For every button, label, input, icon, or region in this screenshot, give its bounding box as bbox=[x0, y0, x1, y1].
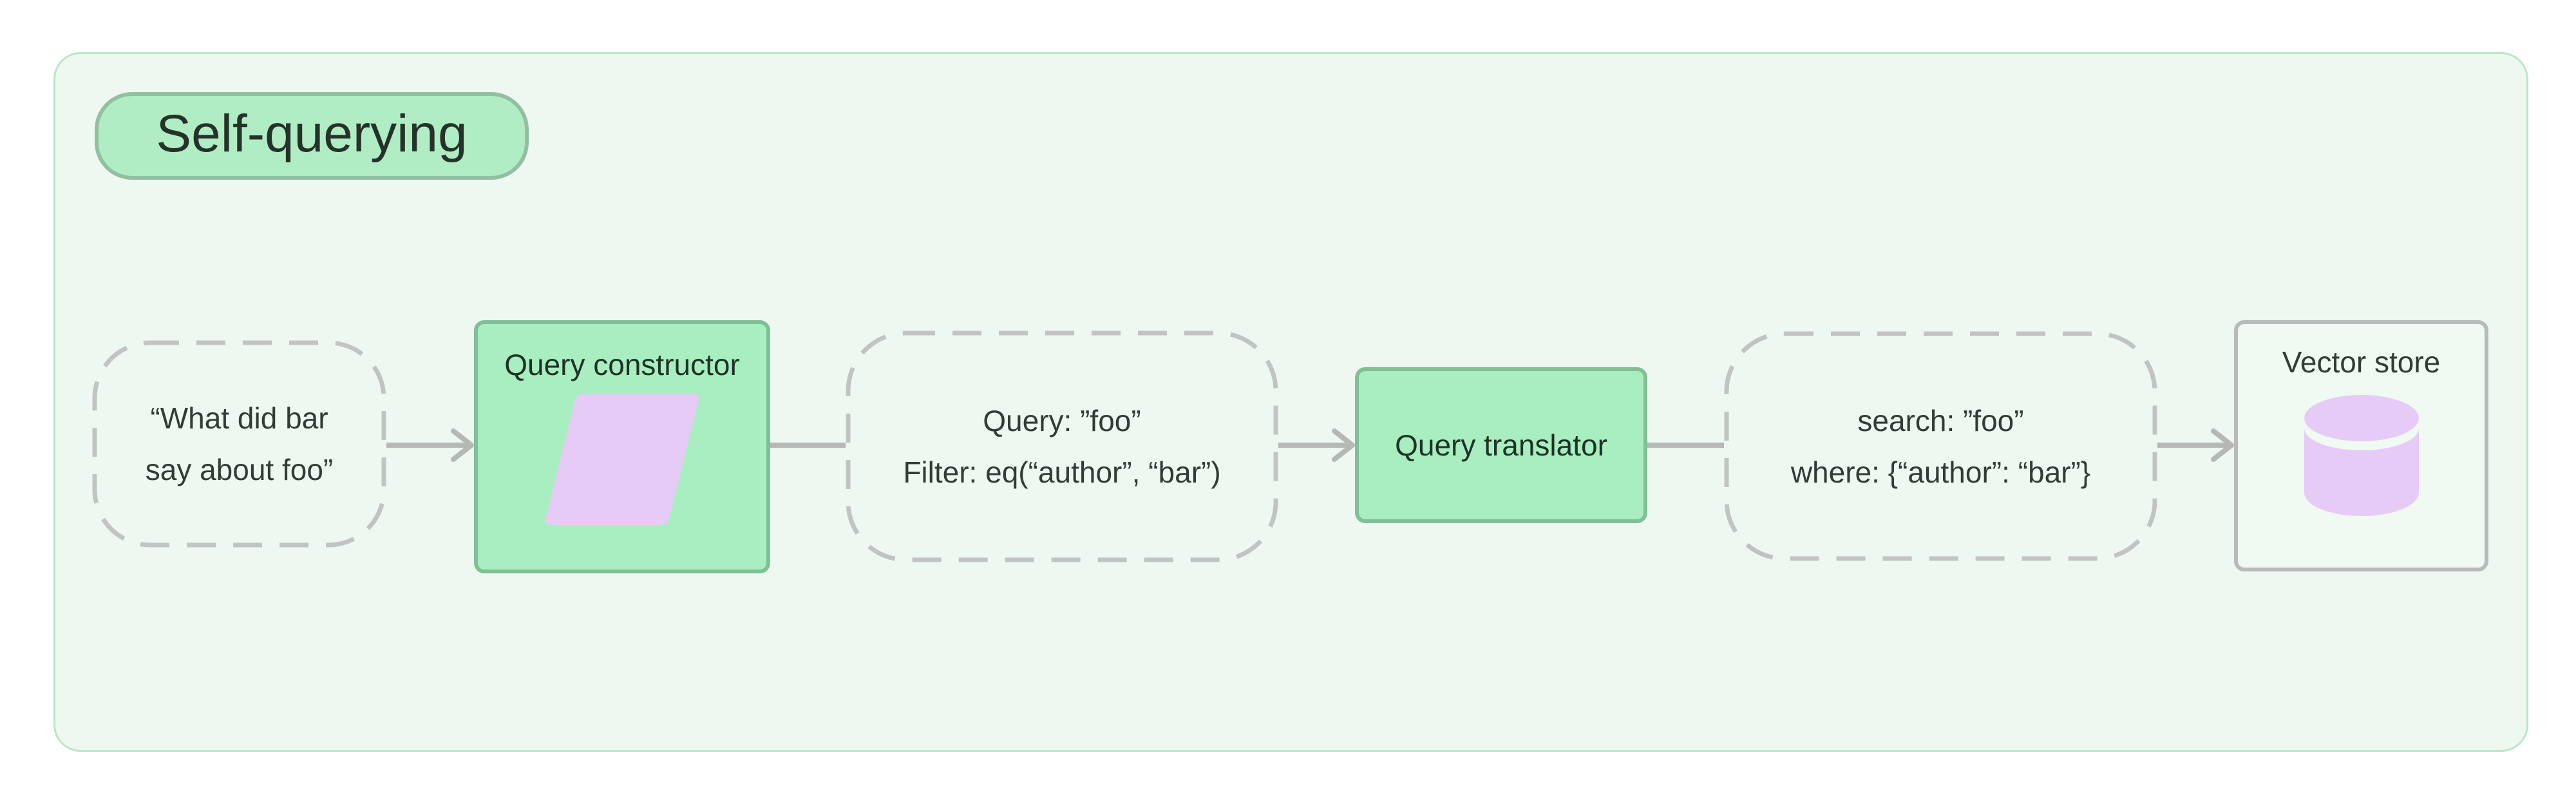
node-query-constructor-label: Query constructor bbox=[504, 348, 740, 381]
connector-translated-to-vectorstore bbox=[2157, 428, 2234, 462]
text-line: “What did bar bbox=[150, 401, 328, 435]
connector-query-to-translator bbox=[1278, 428, 1355, 462]
arrowhead-icon bbox=[2211, 428, 2234, 462]
node-user-query: “What did bar say about foo” bbox=[92, 340, 386, 548]
text-line: say about foo” bbox=[145, 453, 334, 486]
arrowhead-icon bbox=[1332, 428, 1355, 462]
connector-userquery-to-constructor bbox=[386, 428, 474, 462]
node-vector-store: Vector store bbox=[2234, 320, 2488, 571]
arrowhead-icon bbox=[451, 428, 474, 462]
dashed-border bbox=[92, 340, 386, 548]
connector-translator-to-translated bbox=[1647, 443, 1724, 448]
title-badge: Self-querying bbox=[95, 92, 529, 180]
node-query-constructor: Query constructor bbox=[474, 320, 770, 573]
text-line: where: {“author”: “bar”} bbox=[1790, 455, 2091, 489]
text-line: Query: ”foo” bbox=[983, 404, 1141, 437]
database-icon bbox=[2304, 395, 2419, 516]
dashed-border bbox=[846, 330, 1278, 562]
node-query-translator-label: Query translator bbox=[1395, 428, 1607, 462]
title-badge-label: Self-querying bbox=[156, 104, 468, 163]
node-translated-query: search: ”foo” where: {“author”: “bar”} bbox=[1724, 331, 2157, 561]
text-line: Filter: eq(“author”, “bar”) bbox=[903, 455, 1221, 489]
node-translated-query-text: search: ”foo” where: {“author”: “bar”} bbox=[1791, 395, 2090, 498]
node-constructed-query: Query: ”foo” Filter: eq(“author”, “bar”) bbox=[846, 330, 1278, 562]
node-user-query-text: “What did bar say about foo” bbox=[146, 392, 334, 495]
dashed-border bbox=[1724, 331, 2157, 561]
text-line: search: ”foo” bbox=[1857, 403, 2024, 437]
node-constructed-query-text: Query: ”foo” Filter: eq(“author”, “bar”) bbox=[903, 395, 1220, 498]
connector-constructor-to-query bbox=[770, 443, 846, 448]
node-vector-store-label: Vector store bbox=[2282, 345, 2441, 379]
node-query-translator: Query translator bbox=[1355, 367, 1647, 523]
parallelogram-icon bbox=[544, 394, 701, 525]
